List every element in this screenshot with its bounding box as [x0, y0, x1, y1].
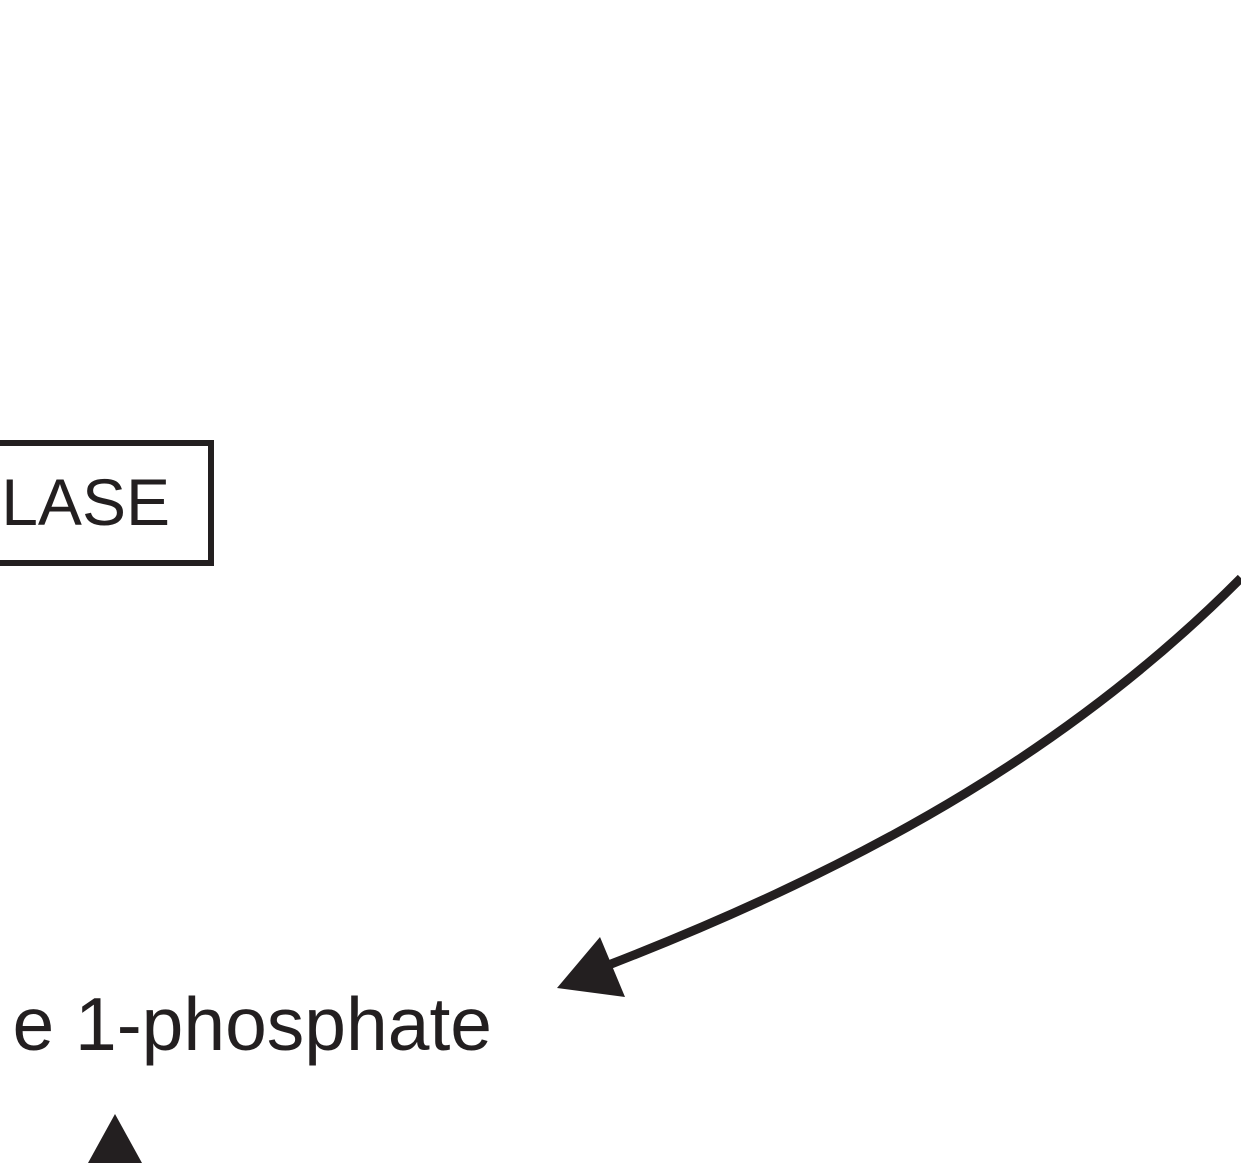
- reaction-arrow-head: [557, 937, 625, 997]
- enzyme-label: LASE: [1, 465, 170, 539]
- metabolite-label: e 1-phosphate: [12, 982, 492, 1066]
- up-arrow-head: [88, 1114, 142, 1163]
- reaction-arrow-curve: [604, 574, 1241, 971]
- enzyme-box: LASE: [0, 440, 214, 566]
